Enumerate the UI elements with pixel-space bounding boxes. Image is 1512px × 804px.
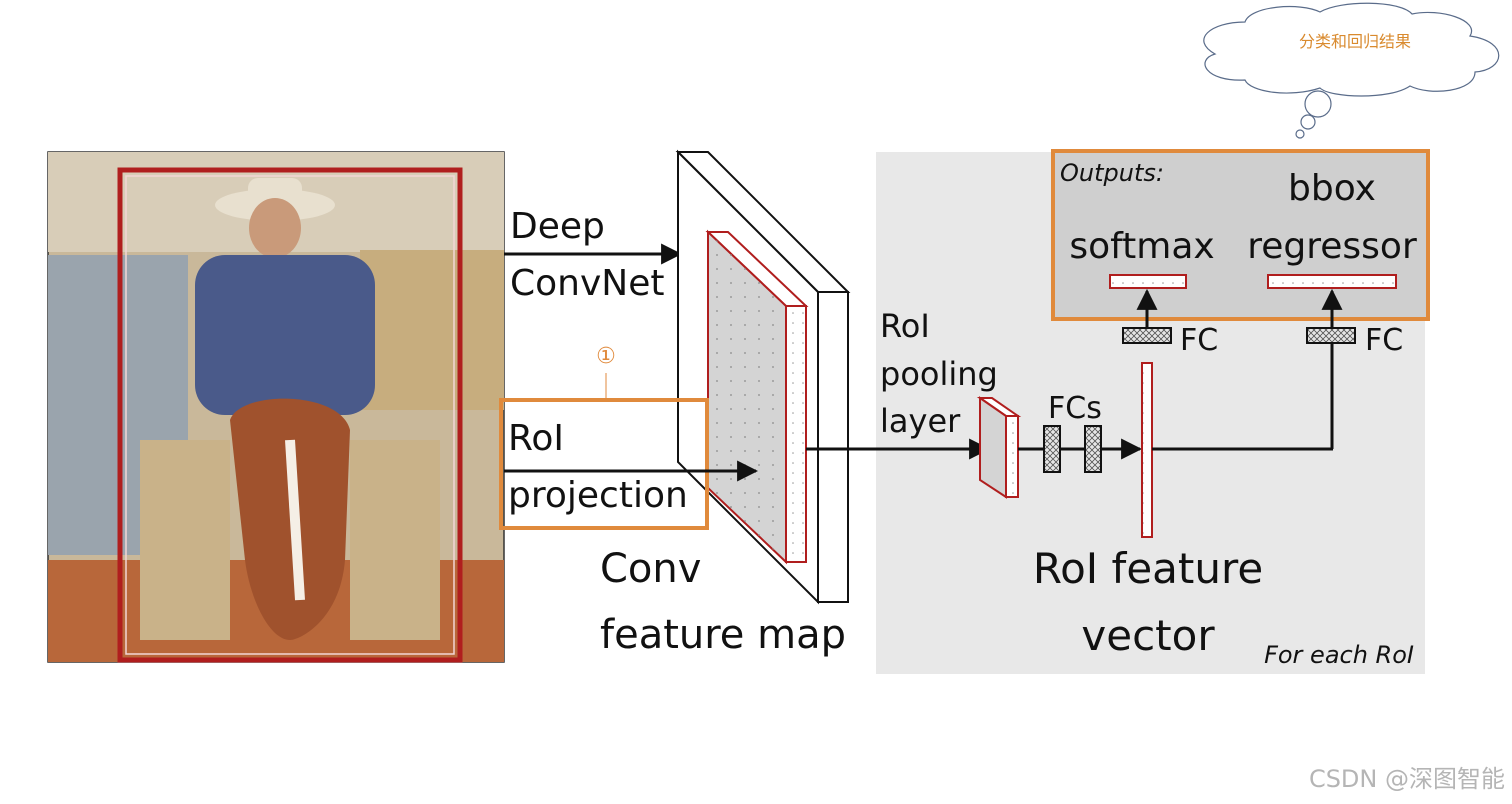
roi-pooling-label-1: RoI bbox=[880, 307, 930, 345]
fc-layer-2 bbox=[1084, 425, 1102, 473]
fc-bbox bbox=[1306, 327, 1356, 344]
for-each-roi-label: For each RoI bbox=[1264, 641, 1414, 669]
roi-pooling-block bbox=[976, 396, 1022, 499]
roi-projection-highlight bbox=[499, 398, 709, 530]
softmax-label: softmax bbox=[1069, 226, 1214, 267]
roi-pooling-label-2: pooling bbox=[880, 355, 998, 393]
projection-label: projection bbox=[508, 475, 688, 516]
softmax-output-vector bbox=[1109, 274, 1187, 289]
fcs-label: FCs bbox=[1048, 391, 1102, 426]
roi-label: RoI bbox=[508, 418, 564, 459]
roi-pooling-label-3: layer bbox=[880, 402, 961, 440]
watermark: CSDN @深图智能 bbox=[1309, 765, 1505, 793]
bbox-output-vector bbox=[1267, 274, 1397, 289]
outputs-highlight bbox=[1051, 149, 1430, 321]
step-number: ① bbox=[596, 344, 616, 369]
regressor-label: regressor bbox=[1247, 226, 1417, 267]
vector-label: vector bbox=[1081, 611, 1215, 660]
conv-label: Conv bbox=[600, 546, 701, 592]
fc-right-label: FC bbox=[1365, 323, 1403, 358]
convnet-label: ConvNet bbox=[510, 263, 664, 304]
cloud-text: 分类和回归结果 bbox=[1299, 32, 1411, 51]
fc-left-label: FC bbox=[1180, 323, 1218, 358]
fc-softmax bbox=[1122, 327, 1172, 344]
roi-feature-label: RoI feature bbox=[1033, 544, 1263, 593]
deep-label: Deep bbox=[510, 206, 605, 247]
fc-layer-1 bbox=[1043, 425, 1061, 473]
feature-map-label: feature map bbox=[600, 612, 846, 658]
conv-feature-map bbox=[675, 149, 851, 605]
input-image bbox=[47, 151, 505, 663]
roi-feature-vector bbox=[1141, 362, 1153, 538]
thought-cloud: 分类和回归结果 bbox=[1203, 2, 1500, 139]
outputs-label: Outputs: bbox=[1060, 159, 1164, 187]
bbox-label: bbox bbox=[1288, 168, 1376, 209]
